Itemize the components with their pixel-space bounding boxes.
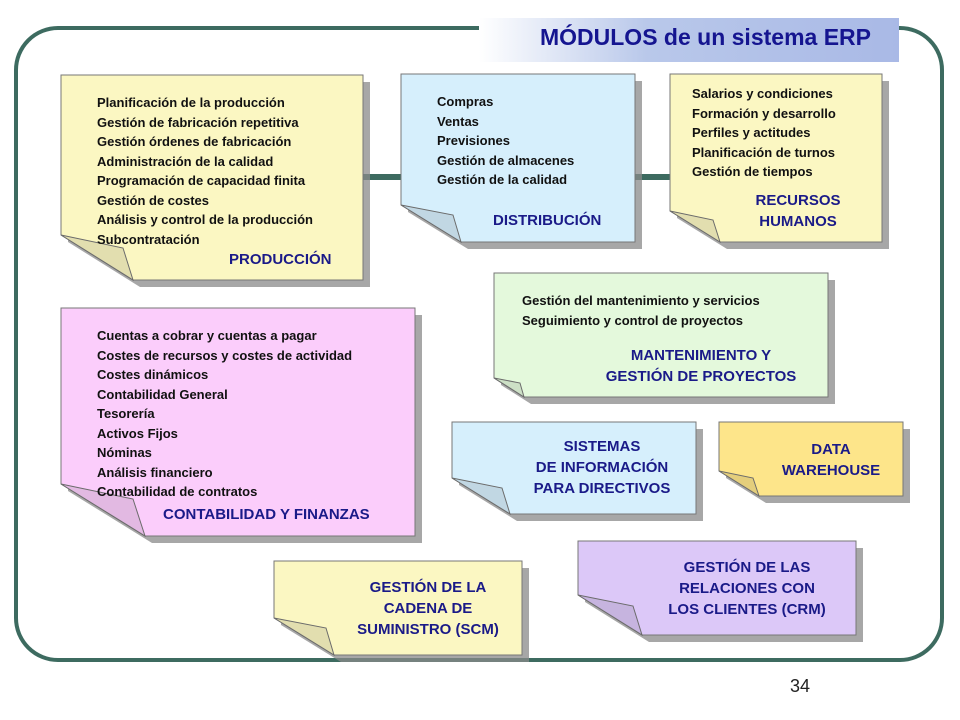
note-shape (60, 74, 370, 287)
note-shape (273, 560, 529, 662)
note-fold (400, 204, 462, 244)
module-sistemas-informacion: SISTEMAS DE INFORMACIÓN PARA DIRECTIVOS (451, 421, 703, 521)
produccion-label: PRODUCCIÓN (229, 251, 332, 268)
note-shape (493, 272, 835, 404)
sid-label-line-2: DE INFORMACIÓN (535, 459, 669, 476)
module-item: Tesorería (97, 406, 155, 421)
module-item: Gestión de tiempos (692, 164, 813, 179)
module-item: Seguimiento y control de proyectos (522, 312, 744, 328)
module-item: Previsiones (437, 133, 510, 148)
module-item: Cuentas a cobrar y cuentas a pagar (97, 328, 317, 343)
module-item: Análisis y control de la producción (97, 212, 313, 227)
module-item: Subcontratación (97, 231, 200, 247)
module-item: Gestión de almacenes (437, 152, 575, 168)
module-item: Programación de capacidad finita (97, 173, 306, 188)
note-shape (451, 421, 703, 521)
title-banner: MÓDULOS de un sistema ERP (479, 18, 899, 62)
rrhh-label-line-2: HUMANOS (759, 213, 837, 230)
crm-label-line-3: LOS CLIENTES (CRM) (668, 601, 826, 618)
rrhh-label-line-1: RECURSOS (755, 192, 841, 209)
module-item: Salarios y condiciones (692, 86, 833, 101)
module-item: Análisis financiero (97, 464, 213, 480)
note-body (493, 272, 829, 398)
module-item: Activos Fijos (97, 425, 178, 441)
mantenimiento-label: MANTENIMIENTO Y GESTIÓN DE PROYECTOS (578, 345, 824, 387)
module-item: Costes de recursos y costes de actividad (97, 347, 353, 363)
module-item: Gestión de fabricación repetitiva (97, 114, 299, 130)
scm-label: GESTIÓN DE LA CADENA DE SUMINISTRO (SCM) (336, 577, 520, 640)
scm-label-line-1: GESTIÓN DE LA (369, 579, 487, 596)
module-item: Ventas (437, 113, 479, 129)
module-item: Nóminas (97, 445, 152, 460)
note-fold (273, 617, 335, 657)
rrhh-label: RECURSOS HUMANOS (718, 190, 878, 232)
distribucion-label: DISTRIBUCIÓN (493, 212, 602, 229)
dw-label-line-2: WAREHOUSE (781, 462, 881, 479)
note-body (273, 560, 523, 656)
note-body (400, 73, 636, 243)
contabilidad-label: CONTABILIDAD Y FINANZAS (163, 506, 370, 523)
note-body (60, 74, 364, 281)
module-item: Gestión de la calidad (437, 172, 568, 187)
note-fold (451, 477, 511, 516)
scm-label-line-2: CADENA DE (383, 600, 473, 617)
note-shape (669, 73, 889, 249)
module-crm: GESTIÓN DE LAS RELACIONES CON LOS CLIENT… (577, 540, 863, 642)
note-shape (718, 421, 910, 503)
slide-title: MÓDULOS de un sistema ERP (539, 24, 871, 50)
note-body (577, 540, 857, 636)
crm-label: GESTIÓN DE LAS RELACIONES CON LOS CLIENT… (640, 557, 854, 620)
module-item: Contabilidad General (97, 386, 228, 402)
sid-label-line-1: SISTEMAS (563, 438, 641, 455)
mantenimiento-label-line-1: MANTENIMIENTO Y (630, 347, 772, 364)
note-body (451, 421, 697, 515)
dw-label-line-1: DATA (811, 441, 851, 458)
module-item: Gestión órdenes de fabricación (97, 134, 292, 149)
module-item: Planificación de la producción (97, 95, 285, 110)
note-fold (60, 234, 134, 282)
scm-label-line-3: SUMINISTRO (SCM) (357, 621, 499, 638)
note-fold (669, 210, 721, 244)
note-fold (493, 377, 525, 399)
module-item: Administración de la calidad (97, 153, 274, 169)
page-number: 34 (789, 676, 810, 696)
note-body (60, 307, 416, 537)
mantenimiento-label-line-2: GESTIÓN DE PROYECTOS (605, 368, 797, 385)
module-scm: GESTIÓN DE LA CADENA DE SUMINISTRO (SCM) (273, 560, 529, 662)
module-item: Perfiles y actitudes (692, 125, 811, 140)
module-item: Costes dinámicos (97, 367, 209, 382)
module-item: Gestión de costes (97, 192, 209, 208)
sid-label-line-3: PARA DIRECTIVOS (533, 480, 671, 497)
note-shape (400, 73, 642, 249)
module-item: Formación y desarrollo (692, 105, 836, 121)
crm-label-line-2: RELACIONES CON (679, 580, 815, 597)
note-shape (577, 540, 863, 642)
sid-label: SISTEMAS DE INFORMACIÓN PARA DIRECTIVOS (510, 436, 694, 499)
note-body (718, 421, 904, 497)
note-fold (577, 594, 643, 637)
crm-label-line-1: GESTIÓN DE LAS (683, 559, 811, 576)
note-fold (718, 470, 760, 498)
module-item: Compras (437, 94, 494, 109)
module-item: Planificación de turnos (692, 144, 836, 160)
note-body (669, 73, 883, 243)
note-fold (60, 483, 146, 538)
module-item: Contabilidad de contratos (97, 484, 258, 499)
note-shape (60, 307, 422, 543)
dw-label: DATA WAREHOUSE (761, 439, 901, 481)
module-item: Gestión del mantenimiento y servicios (522, 293, 760, 308)
module-data-warehouse: DATA WAREHOUSE (718, 421, 910, 503)
